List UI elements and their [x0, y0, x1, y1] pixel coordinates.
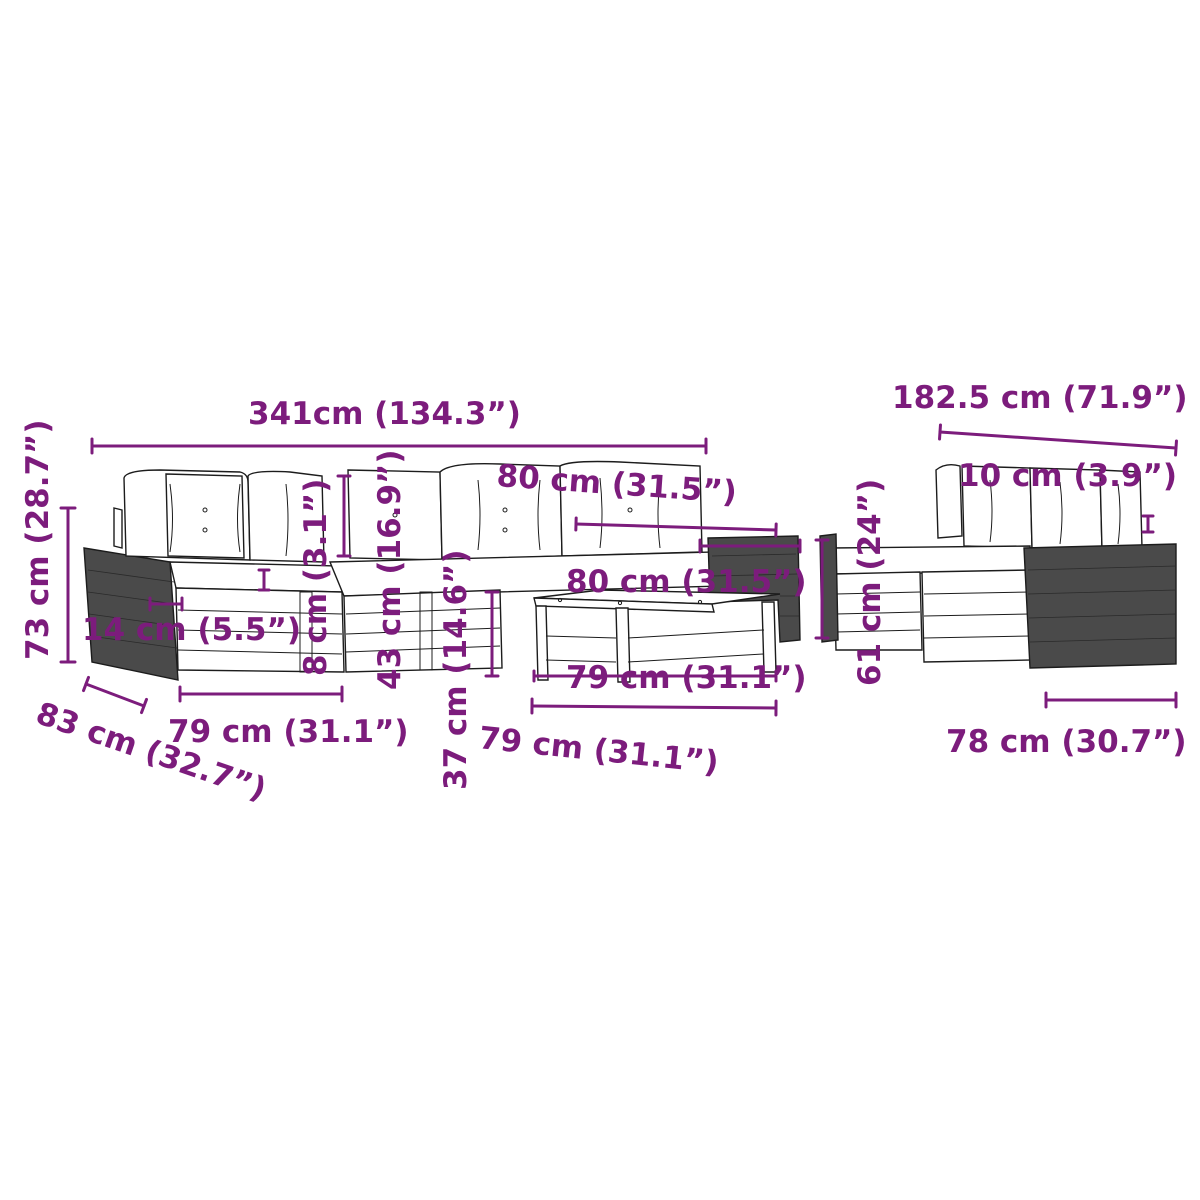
- left-sofa: [83, 469, 345, 681]
- backrest-height-label: 43 cm (16.9”): [372, 449, 408, 690]
- table-height-label: 61 cm (24”): [852, 479, 888, 686]
- table-depth-line: [532, 669, 778, 683]
- furniture-drawing: [83, 460, 1177, 683]
- table-length-label: 79 cm (31.1”): [477, 720, 720, 781]
- total-height-line: [59, 506, 77, 664]
- table-height-line: [814, 538, 830, 640]
- total-height-label: 73 cm (28.7”): [20, 419, 56, 660]
- dimension-lines: [59, 423, 1178, 717]
- table-length-line: [530, 697, 778, 717]
- arm-width-line: [148, 596, 184, 612]
- armrest-offset-label: 8 cm (3.1”): [298, 479, 334, 676]
- cushion-thickness-line: [1141, 514, 1155, 534]
- arm-width-label: 14 cm (5.5”): [82, 612, 301, 648]
- table-depth-label: 79 cm (31.1”): [566, 660, 807, 696]
- depth-label: 83 cm (32.7”): [31, 696, 270, 808]
- corner-depth-label: 78 cm (30.7”): [946, 724, 1187, 760]
- table-width-line: [698, 538, 802, 554]
- corner-sofa: [819, 463, 1177, 669]
- table-width-label: 80 cm (31.5”): [566, 564, 807, 600]
- seat-depth-line: [178, 685, 344, 703]
- overall-width-label: 341cm (134.3”): [248, 396, 521, 432]
- seat-height-label: 37 cm (14.6”): [438, 549, 474, 790]
- overall-width-line: [90, 437, 708, 455]
- seat-height-line: [484, 590, 500, 678]
- cushion-thickness-label: 10 cm (3.9”): [958, 458, 1177, 494]
- armrest-offset-line: [257, 568, 271, 592]
- seat-width-top-line: [574, 516, 778, 538]
- coffee-table: [533, 589, 781, 683]
- depth-line: [82, 675, 148, 715]
- middle-sofa: [328, 460, 801, 673]
- corner-width-label: 182.5 cm (71.9”): [892, 380, 1188, 416]
- backrest-height-line: [336, 474, 352, 558]
- corner-width-line: [938, 423, 1178, 457]
- seat-depth-label: 79 cm (31.1”): [168, 714, 409, 750]
- corner-depth-line: [1044, 691, 1178, 709]
